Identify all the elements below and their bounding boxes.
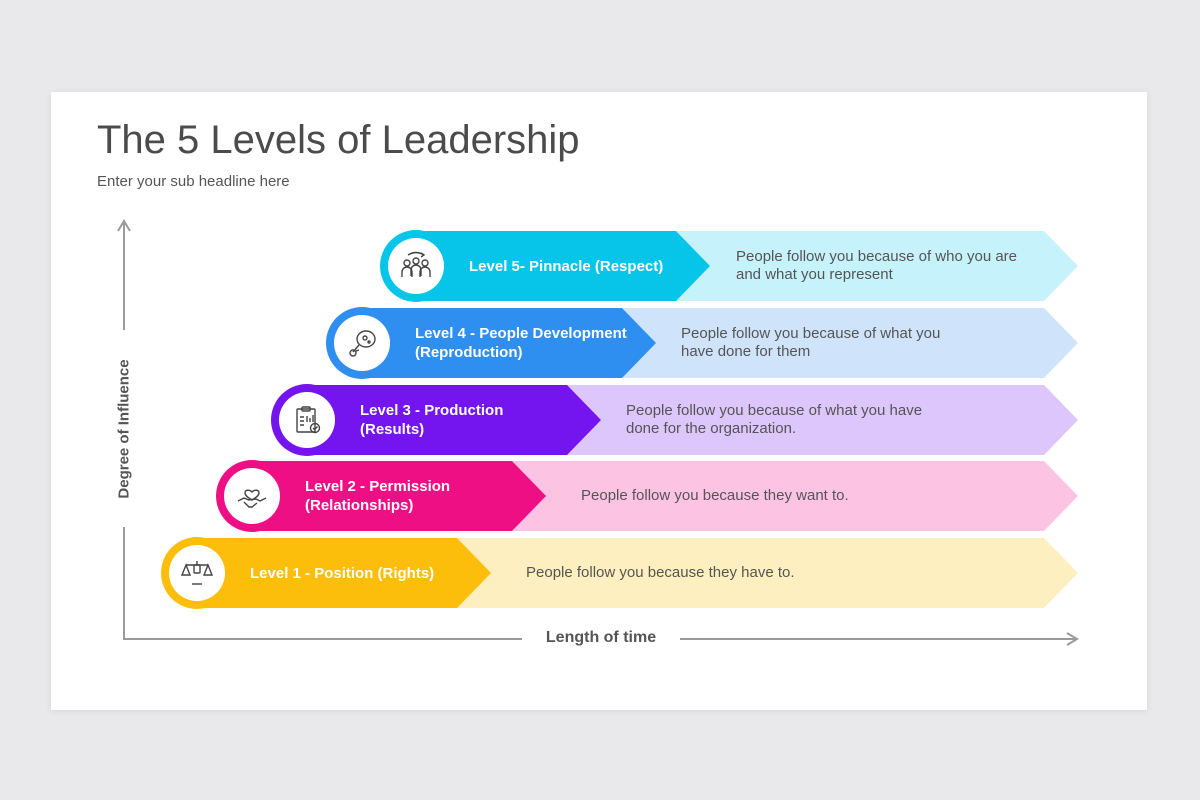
y-axis-label: Degree of Influence xyxy=(115,359,133,499)
level-5-description: People follow you because of who you are… xyxy=(736,248,1017,284)
level-3-label-line1: Level 3 - Production xyxy=(360,402,504,419)
level-2-label-line2: (Relationships) xyxy=(305,497,414,514)
level-5-description-arrow xyxy=(676,231,1078,301)
level-3-label: Level 3 - Production (Results) xyxy=(360,401,503,439)
level-4-label: Level 4 - People Development (Reproducti… xyxy=(415,324,627,362)
level-4-description-line1: People follow you because of what you xyxy=(681,325,941,342)
level-5-description-line1: People follow you because of who you are xyxy=(736,248,1018,265)
level-1-description: People follow you because they have to. xyxy=(526,564,795,582)
x-axis-arrowhead xyxy=(1066,632,1079,646)
level-1-label-arrow xyxy=(193,538,491,608)
level-2-description-arrow xyxy=(512,461,1078,531)
scales-icon xyxy=(180,561,214,585)
level-1-label-line1: Level 1 - Position (Rights) xyxy=(250,565,435,582)
level-3-description-line1: People follow you because of what you ha… xyxy=(626,402,923,419)
level-4-description-line2: have done for them xyxy=(681,343,811,360)
level-5-label: Level 5- Pinnacle (Respect) xyxy=(469,257,663,276)
level-1-description-arrow xyxy=(457,538,1078,608)
level-2-label: Level 2 - Permission (Relationships) xyxy=(305,477,450,515)
level-1-label: Level 1 - Position (Rights) xyxy=(250,564,434,583)
level-3-description: People follow you because of what you ha… xyxy=(626,402,922,438)
level-1-description-line1: People follow you because they have to. xyxy=(526,564,795,581)
y-axis-arrowhead xyxy=(117,219,131,232)
level-5-description-line2: and what you represent xyxy=(736,266,893,283)
page-title: The 5 Levels of Leadership xyxy=(97,118,580,162)
level-3-description-arrow xyxy=(567,385,1078,455)
x-axis-label: Length of time xyxy=(545,629,657,646)
level-2-label-arrow xyxy=(248,461,546,531)
level-3-label-arrow xyxy=(303,385,601,455)
page-subtitle: Enter your sub headline here xyxy=(97,173,290,190)
level-2-description-line1: People follow you because they want to. xyxy=(581,487,849,504)
level-4-description: People follow you because of what you ha… xyxy=(681,325,940,361)
level-1-icon-badge xyxy=(161,537,233,609)
level-4-label-line1: Level 4 - People Development xyxy=(415,325,627,342)
level-4-label-arrow xyxy=(358,308,656,378)
team-icon xyxy=(401,251,431,277)
level-3-label-line2: (Results) xyxy=(360,421,425,438)
level-5-label-arrow xyxy=(412,231,710,301)
level-2-icon-badge xyxy=(216,460,288,532)
level-4-label-line2: (Reproduction) xyxy=(415,344,523,361)
report-icon xyxy=(296,406,321,434)
cell-division-icon xyxy=(349,330,376,357)
level-4-description-arrow xyxy=(622,308,1078,378)
level-5-icon-badge xyxy=(380,230,452,302)
level-4-icon-badge xyxy=(326,307,398,379)
level-2-label-line1: Level 2 - Permission xyxy=(305,478,451,495)
level-2-description: People follow you because they want to. xyxy=(581,487,849,505)
handshake-heart-icon xyxy=(237,489,267,508)
level-3-icon-badge xyxy=(271,384,343,456)
level-3-description-line2: done for the organization. xyxy=(626,420,797,437)
level-5-label-line1: Level 5- Pinnacle (Respect) xyxy=(469,258,664,275)
